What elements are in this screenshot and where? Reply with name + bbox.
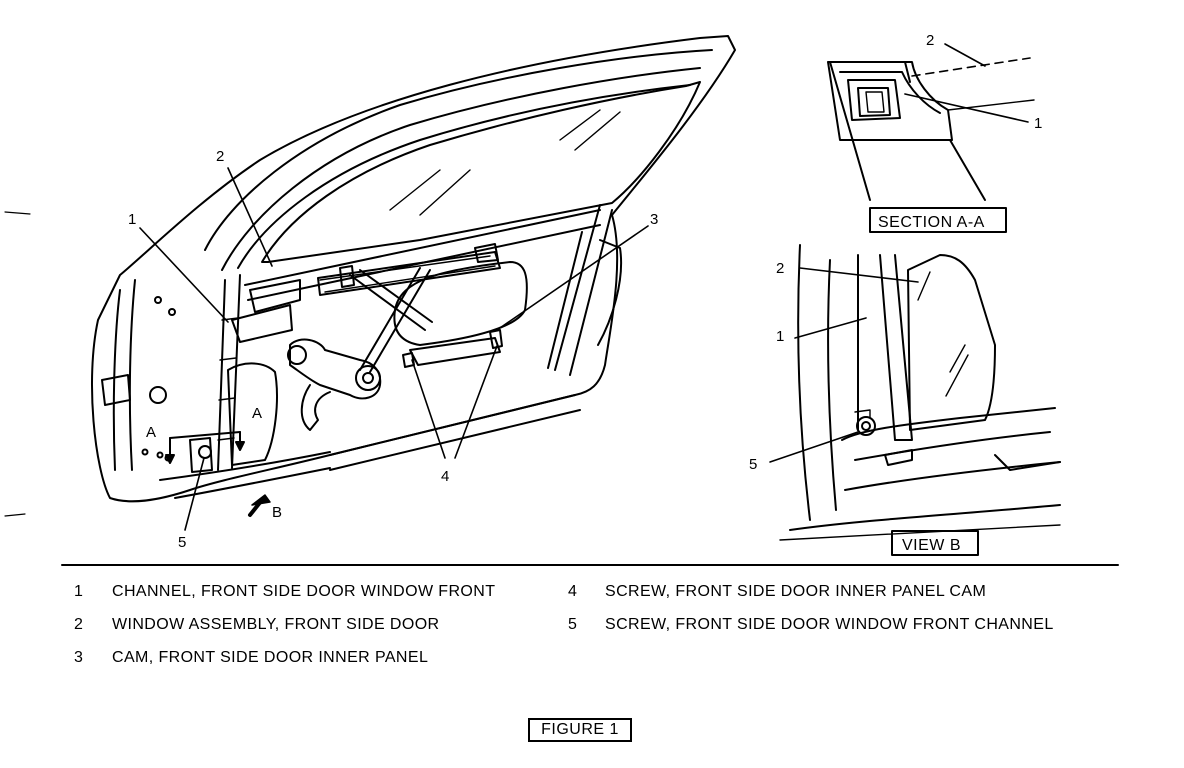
view-callout-2: 2 [776,260,784,277]
view-b-frame [891,530,979,556]
section-a-a-frame [869,207,1007,233]
callout-4: 4 [441,468,449,485]
callout-2: 2 [216,148,224,165]
view-callout-5: 5 [749,456,757,473]
figure-label: FIGURE 1 [528,718,632,742]
section-arrow-a-left: A [146,424,156,441]
section-a-a-title: SECTION A-A [878,214,985,231]
view-b-illustration [779,244,1061,541]
view-arrow-b: B [272,504,282,521]
view-b-title: VIEW B [902,537,961,554]
view-callout-1: 1 [776,328,784,345]
view-leader-lines [769,267,919,463]
callout-3: 3 [650,211,658,228]
door-illustration [4,35,736,517]
section-a-a-illustration [827,57,1035,201]
section-callout-2: 2 [926,32,934,49]
section-arrow-a-right: A [252,405,262,422]
callout-1: 1 [128,211,136,228]
section-callout-1: 1 [1034,115,1042,132]
callout-5: 5 [178,534,186,551]
main-leader-lines [139,167,649,531]
section-leader-lines [904,43,1029,123]
